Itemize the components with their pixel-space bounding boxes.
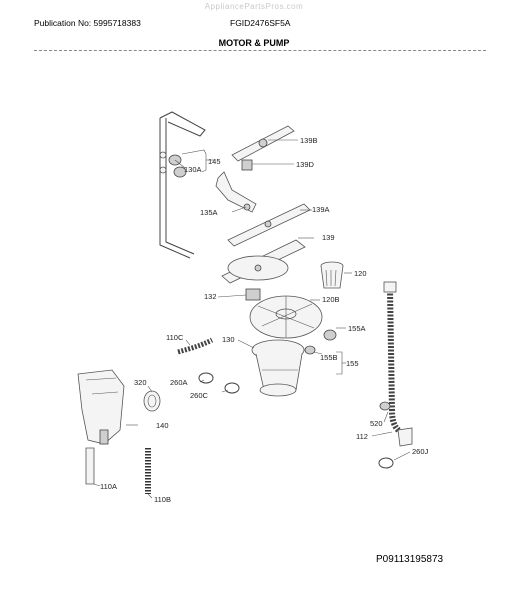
label-130a: 130A [184, 165, 202, 174]
label-520: 520 [370, 419, 383, 428]
part-260a-clamp[interactable] [198, 372, 214, 384]
label-110c: 110C [166, 333, 184, 342]
part-139d-nut[interactable] [241, 159, 253, 171]
leader-lines [93, 139, 411, 499]
model-number: FGID2476SF5A [230, 18, 291, 28]
header-divider [34, 50, 486, 51]
publication-number: Publication No: 5995718383 [34, 18, 141, 28]
part-120-filter[interactable] [320, 261, 344, 289]
part-320-gasket[interactable] [143, 390, 161, 412]
label-260c: 260C [190, 391, 209, 400]
label-139a: 139A [312, 205, 330, 214]
label-112: 112 [356, 432, 368, 441]
label-140: 140 [156, 421, 169, 430]
label-110a: 110A [100, 482, 117, 491]
label-260a: 260A [170, 378, 188, 387]
document-id: P09113195873 [376, 554, 444, 565]
watermark: AppliancePartsPros.com [204, 2, 304, 11]
label-120b: 120B [322, 295, 340, 304]
label-320: 320 [134, 378, 147, 387]
callout-labels: 145 130A 139B 139D 135A 139A 139 120 132… [100, 136, 429, 504]
diagram-title: MOTOR & PUMP [218, 38, 290, 48]
label-155b: 155B [320, 353, 338, 362]
part-130-pump[interactable] [251, 339, 305, 397]
label-139d: 139D [296, 160, 315, 169]
part-135a-manifold[interactable] [215, 171, 257, 213]
part-260c-clamp[interactable] [224, 382, 240, 394]
label-135a: 135A [200, 208, 218, 217]
label-110b: 110B [154, 495, 171, 504]
supply-tube[interactable] [159, 111, 206, 259]
label-139b: 139B [300, 136, 318, 145]
part-139b-upper-spray-arm[interactable] [231, 125, 295, 162]
part-260j-clamp[interactable] [378, 457, 394, 469]
part-139-lower-spray-arm[interactable] [221, 239, 306, 284]
label-120: 120 [354, 269, 367, 278]
part-155a-elbow[interactable] [323, 329, 337, 341]
label-155: 155 [346, 359, 359, 368]
label-260j: 260J [412, 447, 429, 456]
label-132: 132 [204, 292, 217, 301]
label-145: 145 [208, 157, 221, 166]
part-140-sump[interactable] [77, 369, 125, 445]
part-110c-hose[interactable] [177, 337, 214, 355]
part-112-drain-hose[interactable] [379, 281, 413, 447]
part-139a-spray-arm[interactable] [227, 203, 311, 247]
label-130: 130 [222, 335, 235, 344]
part-110a-hose[interactable] [85, 447, 95, 485]
label-139: 139 [322, 233, 335, 242]
part-155b-fitting[interactable] [304, 345, 316, 355]
label-155a: 155A [348, 324, 366, 333]
part-120b-screen[interactable] [249, 295, 323, 339]
part-132-sensor[interactable] [245, 288, 261, 301]
